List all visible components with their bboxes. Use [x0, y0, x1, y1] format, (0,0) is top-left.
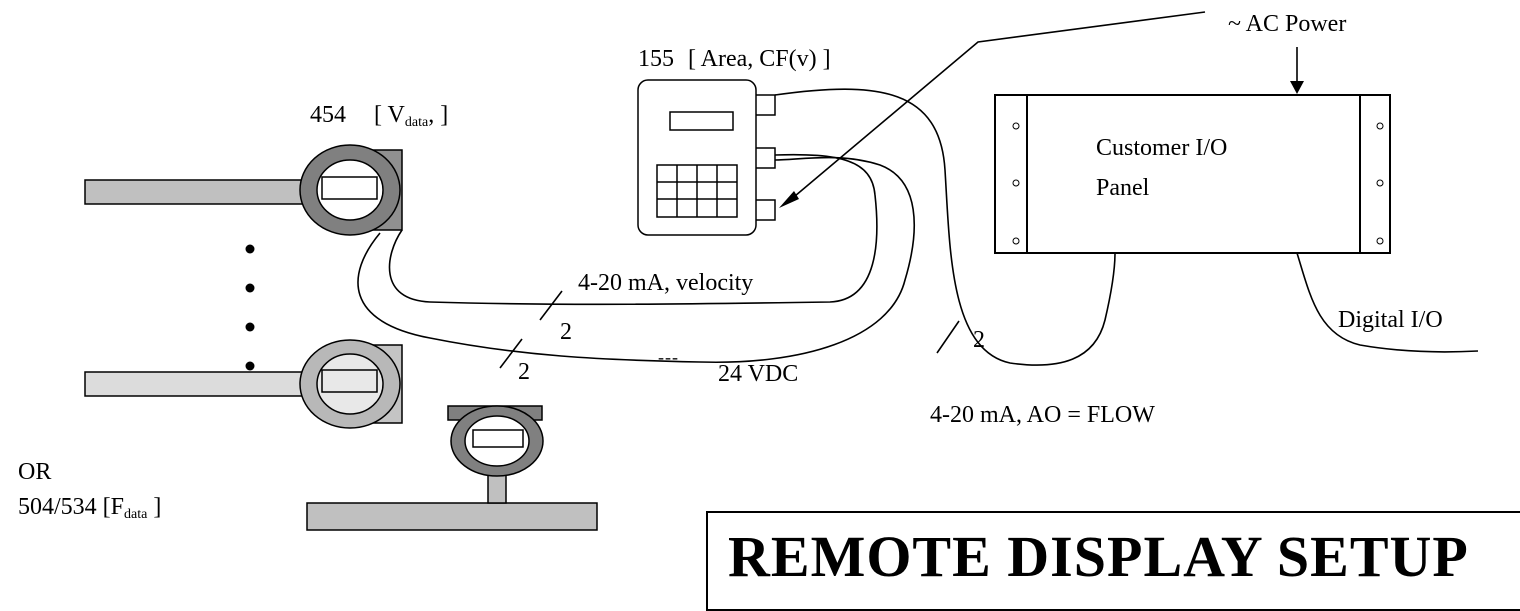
display-port-top: [754, 94, 776, 116]
alt-model-prefix: 504/534 [F: [18, 494, 125, 520]
continuation-dots: [245, 244, 255, 371]
velocity-signal-wire: [388, 153, 878, 306]
dc-symbol: ---: [658, 347, 679, 367]
wire-count-velocity: 2: [560, 319, 572, 345]
panel-body: [994, 94, 1391, 254]
display-port-bottom: [754, 199, 776, 221]
sensor-params: [ Vdata, ]: [374, 102, 449, 130]
remote-display-setup-diagram: [84, 11, 1479, 531]
insertion-sensor: [306, 405, 598, 531]
upper-sensor-window: [321, 176, 378, 200]
remote-display-unit: [637, 79, 776, 236]
lower-inline-sensor: [84, 339, 403, 429]
digital-io-label: Digital I/O: [1338, 307, 1443, 333]
upper-pipe: [84, 179, 318, 205]
sensor-params-subscript: data: [404, 115, 429, 130]
slash-velocity: [539, 290, 563, 321]
insertion-pipe: [306, 502, 598, 531]
panel-label-line1: Customer I/O: [1096, 135, 1228, 161]
dot: [245, 244, 255, 254]
wiring: [357, 11, 1479, 369]
dot: [245, 361, 255, 371]
wire-count-flow: 2: [973, 327, 985, 353]
panel-screws: [1012, 122, 1384, 245]
lower-sensor-window: [321, 369, 378, 393]
wire-count-dc: 2: [518, 359, 530, 385]
display-params: [ Area, CF(v) ]: [688, 46, 831, 72]
alt-model-label: 504/534 [Fdata ]: [18, 495, 161, 522]
lower-pipe: [84, 371, 318, 397]
diagram-title: REMOTE DISPLAY SETUP: [728, 524, 1469, 589]
alt-model-subscript: data: [124, 507, 148, 522]
panel-power-arrowhead: [1290, 81, 1304, 94]
dot: [245, 322, 255, 332]
sensor-id: 454: [310, 102, 346, 128]
panel-label-line2: Panel: [1096, 175, 1150, 201]
panel-left-flange: [994, 94, 1028, 254]
customer-io-panel: [994, 94, 1391, 254]
slash-dc: [499, 338, 523, 369]
dc-power-wire: [357, 156, 916, 364]
display-id: 155: [638, 46, 674, 72]
sensor-params-suffix: , ]: [428, 102, 449, 128]
display-model-label: 155 [ Area, CF(v) ]: [638, 47, 831, 71]
ac-power-arrowhead: [779, 191, 799, 208]
display-screen: [669, 111, 734, 131]
or-label: OR: [18, 459, 52, 485]
panel-right-flange: [1359, 94, 1391, 254]
dc-power-label: 24 VDC: [718, 361, 799, 387]
sensor-params-prefix: [ V: [374, 102, 405, 128]
alt-model-suffix: ]: [147, 494, 162, 520]
slash-flow: [936, 320, 960, 354]
flow-output-label: 4-20 mA, AO = FLOW: [930, 402, 1155, 428]
insertion-window: [472, 429, 524, 448]
velocity-signal-label: 4-20 mA, velocity: [578, 270, 754, 296]
upper-inline-sensor: [84, 144, 403, 236]
sensor-model-label: 454 [ Vdata, ]: [310, 103, 448, 130]
digital-io-wire: [1296, 252, 1479, 353]
display-keypad: [656, 164, 738, 218]
ac-power-label: ~ AC Power: [1228, 11, 1347, 37]
dot: [245, 283, 255, 293]
display-port-middle: [754, 147, 776, 169]
flow-output-wire: [774, 88, 1116, 366]
ac-power-line: [794, 11, 1206, 197]
